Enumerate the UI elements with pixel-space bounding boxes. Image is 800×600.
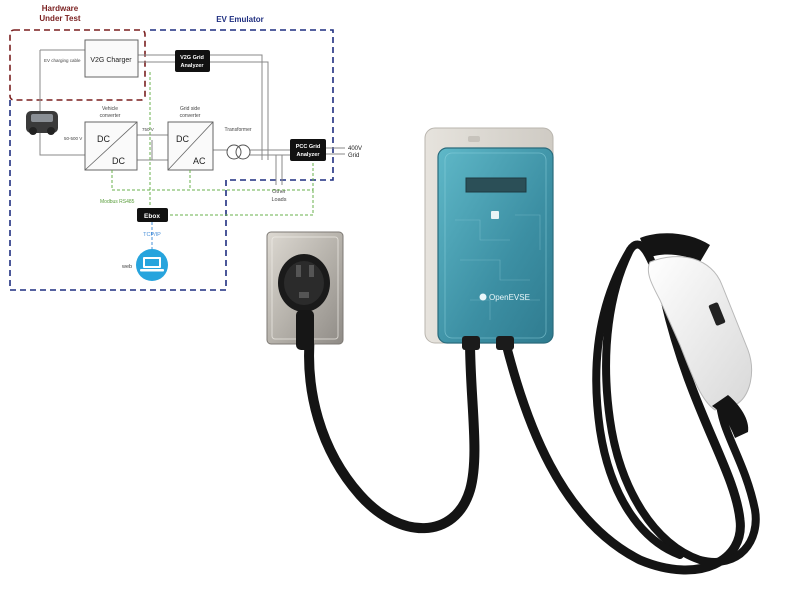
other-loads-line2: Loads [272, 197, 287, 203]
modbus-label: Modbus RS485 [100, 199, 135, 205]
tcpip-label: TCP/IP [143, 232, 161, 238]
v2g-charger-label: V2G Charger [90, 57, 132, 64]
pcc-analyzer-line2: Analyzer [297, 152, 321, 158]
grid-voltage-label: 400V [348, 146, 362, 152]
v2g-analyzer-line2: Analyzer [181, 63, 205, 69]
ebox-box [137, 208, 168, 222]
pcc-grid-analyzer-box [290, 139, 326, 161]
hardware-under-test-box [9, 29, 146, 101]
openevse-logo: OpenEVSE [479, 293, 530, 302]
car-icon [26, 111, 58, 135]
laptop-icon [136, 249, 168, 281]
hut-title-line1: Hardware [42, 4, 79, 13]
dc-ac-top: DC [176, 134, 189, 144]
enclosure-body [437, 147, 554, 344]
dc-dc-top: DC [97, 134, 110, 144]
brand-label: OpenEVSE [489, 293, 530, 302]
vehicle-converter-label1: Vehicle [102, 106, 118, 112]
charging-cable [304, 240, 760, 575]
hut-title-line2: Under Test [39, 14, 81, 23]
ev-emulator-title: EV Emulator [216, 15, 264, 24]
grid-label: Grid [348, 153, 359, 159]
other-loads-line1: Other [272, 189, 286, 195]
voltage-left-label: 50-500 V [64, 136, 82, 141]
j1772-connector [640, 233, 753, 438]
modbus-lines [111, 72, 314, 216]
voltage-mid-label: 750 V [142, 127, 154, 132]
ebox-label: Ebox [144, 213, 160, 220]
dc-ac-bottom: AC [193, 156, 206, 166]
power-lines [39, 49, 345, 185]
grid-converter-label1: Grid side [180, 106, 200, 112]
diagram: Hardware Under Test EV Emulator EV charg… [9, 4, 362, 291]
ev-charger-product: OpenEVSE [266, 127, 760, 575]
wall-plug [266, 231, 344, 350]
transformer-label: Transformer [224, 127, 251, 133]
front-button [491, 211, 499, 219]
v2g-analyzer-line1: V2G Grid [180, 55, 204, 61]
v2g-charger-box [84, 39, 139, 78]
transformer-icon [226, 144, 251, 160]
dc-dc-bottom: DC [112, 156, 125, 166]
ev-emulator-box [9, 29, 334, 291]
circuit-texture [455, 214, 541, 320]
vehicle-converter-label2: converter [100, 113, 121, 119]
ev-cable-label: EV charging cable [44, 58, 81, 63]
lcd-display [465, 177, 527, 193]
pcc-analyzer-line1: PCC Grid [296, 144, 320, 150]
v2g-grid-analyzer-box [175, 50, 210, 72]
cable-gland-right [496, 336, 514, 350]
cable-gland-left [462, 336, 480, 350]
grid-converter-label2: converter [180, 113, 201, 119]
web-label: web [121, 264, 132, 270]
